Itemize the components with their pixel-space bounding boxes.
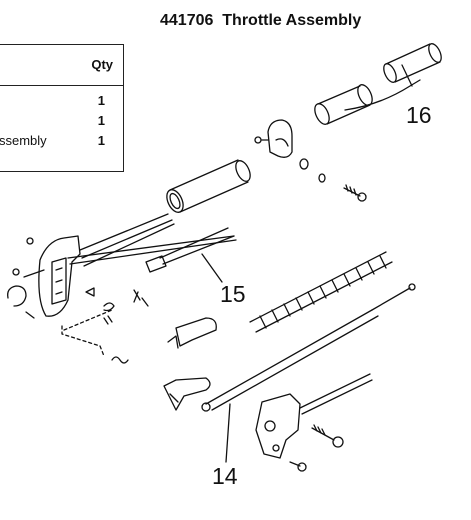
bracket-screw [311, 424, 344, 448]
handlebar-tube [166, 159, 251, 213]
row-description: ssembly [0, 133, 47, 148]
callout-16: 16 [406, 102, 432, 128]
throttle-trigger [167, 317, 217, 349]
clip [7, 285, 35, 319]
parts-table-header: Qty [0, 45, 123, 86]
diagram-title: 441706 Throttle Assembly [160, 12, 362, 29]
grip-sleeve-lower [314, 84, 373, 125]
throttle-housing [12, 213, 237, 317]
leader-15 [201, 253, 223, 283]
washers [299, 158, 326, 183]
callout-14: 14 [212, 463, 238, 489]
row-qty: 1 [97, 113, 105, 128]
qty-header: Qty [91, 57, 113, 72]
row-qty: 1 [97, 93, 105, 108]
grip-sleeve-upper [383, 43, 442, 83]
clamp-collar [254, 119, 293, 158]
parts-table-row: ssembly 1 [0, 133, 123, 151]
parts-table-row: 1 [0, 113, 123, 131]
throttle-cable [201, 283, 416, 412]
small-springs [85, 287, 149, 312]
parts-table-row: 1 [0, 93, 123, 111]
assembly-guide [61, 309, 113, 357]
corrugated-conduit [249, 251, 393, 333]
callout-15: 15 [220, 281, 246, 307]
small-bolt [289, 461, 307, 472]
wire-connector [145, 227, 235, 273]
mounting-screw [343, 184, 367, 202]
parts-table: Qty 1 1 ssembly 1 [0, 44, 124, 172]
leader-14 [225, 403, 231, 463]
row-qty: 1 [97, 133, 105, 148]
switch-bracket [255, 373, 373, 459]
lock-trigger [163, 377, 211, 411]
leader-16 [344, 64, 421, 111]
springs [103, 315, 129, 364]
